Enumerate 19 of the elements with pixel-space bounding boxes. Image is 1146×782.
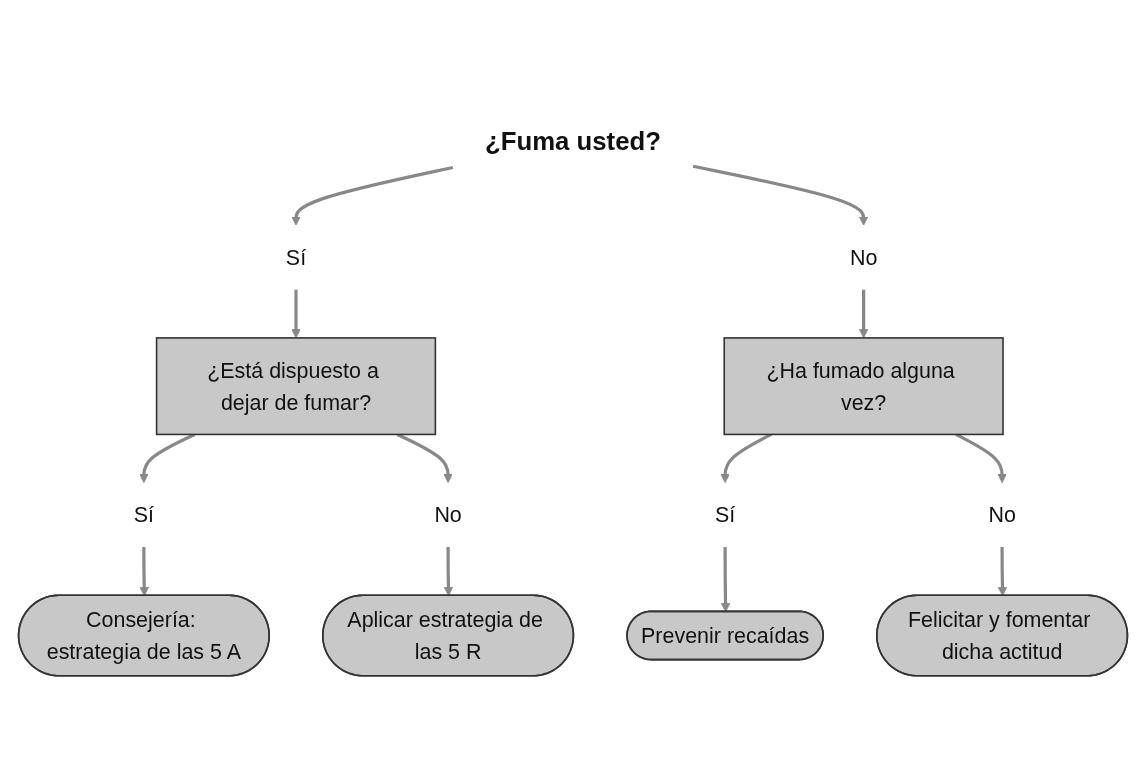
- arrow: [291, 165, 454, 226]
- arrow: [291, 289, 301, 339]
- arrow: [720, 547, 731, 613]
- node-text: ¿Fuma usted?: [485, 126, 661, 156]
- node-text: No: [434, 503, 462, 527]
- node-text: Sí: [133, 503, 155, 527]
- arrow: [692, 164, 869, 226]
- node-text: Sí: [714, 503, 736, 527]
- node-text: Sí: [285, 245, 307, 270]
- arrow: [139, 547, 149, 597]
- node-text: No: [849, 245, 878, 270]
- node-box: ¿Está dispuesto a dejar de fumar?: [155, 337, 437, 436]
- arrow: [858, 289, 869, 339]
- arrow: [997, 547, 1008, 597]
- arrow: [443, 547, 454, 597]
- arrow: [955, 433, 1007, 484]
- node-box: ¿Ha fumado alguna vez?: [723, 337, 1004, 436]
- arrow: [720, 433, 773, 484]
- node-text: No: [988, 503, 1016, 527]
